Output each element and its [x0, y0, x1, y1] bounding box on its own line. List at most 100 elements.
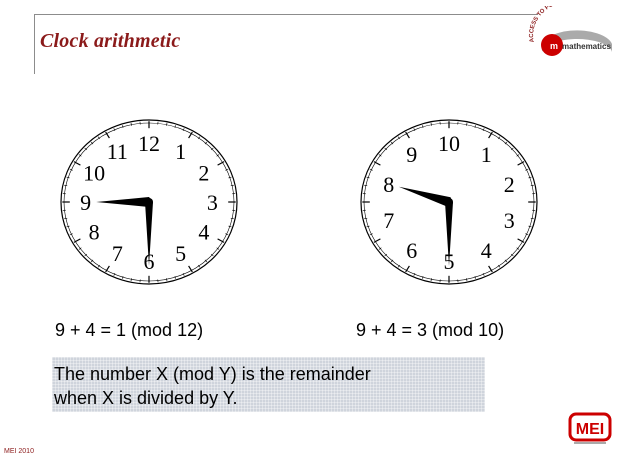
clock-tick — [466, 122, 468, 126]
minute-hand — [445, 198, 453, 266]
clock-tick — [121, 125, 124, 129]
clock-tick — [84, 253, 88, 257]
clock-tick — [504, 141, 508, 145]
clock-number: 2 — [198, 160, 209, 185]
clock-number: 6 — [406, 238, 417, 263]
clock-tick — [413, 273, 416, 276]
clock-tick — [482, 128, 485, 131]
clock-tick — [474, 125, 477, 129]
clock-number: 3 — [207, 190, 218, 215]
clock-tick — [405, 131, 410, 139]
clock-tick — [197, 264, 201, 268]
clock-tick — [217, 161, 225, 166]
mathematics-logo-icon: ACCESS TO FURTHER m mathematics — [529, 6, 612, 56]
clock-tick — [488, 131, 493, 139]
footer-text: MEI 2010 — [4, 448, 34, 455]
clock-tick — [378, 247, 382, 250]
clock-tick — [166, 278, 168, 282]
clock-tick — [84, 147, 88, 151]
clock-number: 1 — [175, 139, 186, 164]
clock-tick — [517, 161, 525, 166]
clock-tick — [73, 238, 81, 243]
clock-number: 5 — [175, 241, 186, 266]
clock-tick — [188, 131, 193, 139]
clock-tick — [69, 233, 73, 236]
clock-tick — [366, 176, 370, 179]
clock-tick — [369, 168, 373, 171]
clock-tick — [64, 217, 68, 220]
svg-text:m: m — [550, 41, 558, 51]
clock-tick — [373, 238, 381, 243]
clock-tick — [121, 275, 124, 279]
clock-tick — [64, 184, 68, 187]
clock-tick — [378, 154, 382, 157]
clock-number: 10 — [83, 160, 105, 185]
clock-tick — [413, 128, 416, 131]
clock-tick — [97, 264, 101, 268]
clock-number: 4 — [198, 220, 209, 245]
clock-number: 7 — [112, 241, 123, 266]
clock-tick — [474, 275, 477, 279]
clock-tick — [105, 131, 110, 139]
clock-tick — [97, 136, 101, 140]
clock-tick — [430, 278, 432, 282]
clock-tick — [230, 217, 234, 220]
clock-number: 7 — [383, 208, 394, 233]
definition-line-2: when X is divided by Y. — [54, 388, 238, 408]
clock-tick — [525, 168, 529, 171]
mei-logo-text: MEI — [576, 421, 604, 438]
clock-number: 2 — [504, 172, 515, 197]
clock-tick — [530, 217, 534, 220]
clock-tick — [384, 147, 388, 151]
clock-tick — [197, 136, 201, 140]
clock-tick — [166, 122, 168, 126]
clock-tick — [497, 264, 501, 268]
clock-tick — [113, 273, 116, 276]
clock-tick — [130, 278, 132, 282]
equation-mod-10: 9 + 4 = 3 (mod 10) — [356, 320, 505, 340]
clock-number: 8 — [383, 172, 394, 197]
clock-tick — [510, 147, 514, 151]
clock-tick — [78, 247, 82, 250]
clock-tick — [516, 247, 520, 250]
frame-left-line — [34, 14, 35, 74]
clock-tick — [421, 125, 424, 129]
clock-tick — [517, 238, 525, 243]
definition-box — [52, 357, 485, 412]
clock-tick — [210, 253, 214, 257]
clock-tick — [530, 184, 534, 187]
clock-tick — [369, 233, 373, 236]
clock-tick — [130, 122, 132, 126]
clock-tick — [366, 225, 370, 228]
clock-number: 11 — [107, 139, 128, 164]
logo-text: mathematics — [562, 42, 611, 51]
frame-top-line — [34, 14, 538, 15]
clock-tick — [216, 247, 220, 250]
clock-tick — [397, 264, 401, 268]
clock-tick — [204, 141, 208, 145]
clock-tick — [182, 128, 185, 131]
clock-number: 10 — [438, 131, 460, 156]
clock-tick — [525, 233, 529, 236]
clock-number: 1 — [481, 142, 492, 167]
clock-tick — [390, 259, 394, 263]
clock-tick — [384, 253, 388, 257]
clock-tick — [73, 161, 81, 166]
clock-tick — [204, 259, 208, 263]
clock-mod-10: 10123456789 — [360, 119, 538, 285]
clock-tick — [78, 154, 82, 157]
clock-tick — [488, 265, 493, 273]
clock-tick — [113, 128, 116, 131]
mei-logo-icon: MEI — [568, 412, 612, 444]
clock-hub — [145, 198, 153, 206]
clock-tick — [504, 259, 508, 263]
clock-number: 12 — [138, 131, 160, 156]
clock-tick — [69, 168, 73, 171]
clock-tick — [528, 225, 532, 228]
page-title: Clock arithmetic — [40, 30, 181, 52]
clock-tick — [105, 265, 110, 273]
clock-tick — [174, 125, 177, 129]
clock-tick — [497, 136, 501, 140]
clock-tick — [66, 225, 70, 228]
